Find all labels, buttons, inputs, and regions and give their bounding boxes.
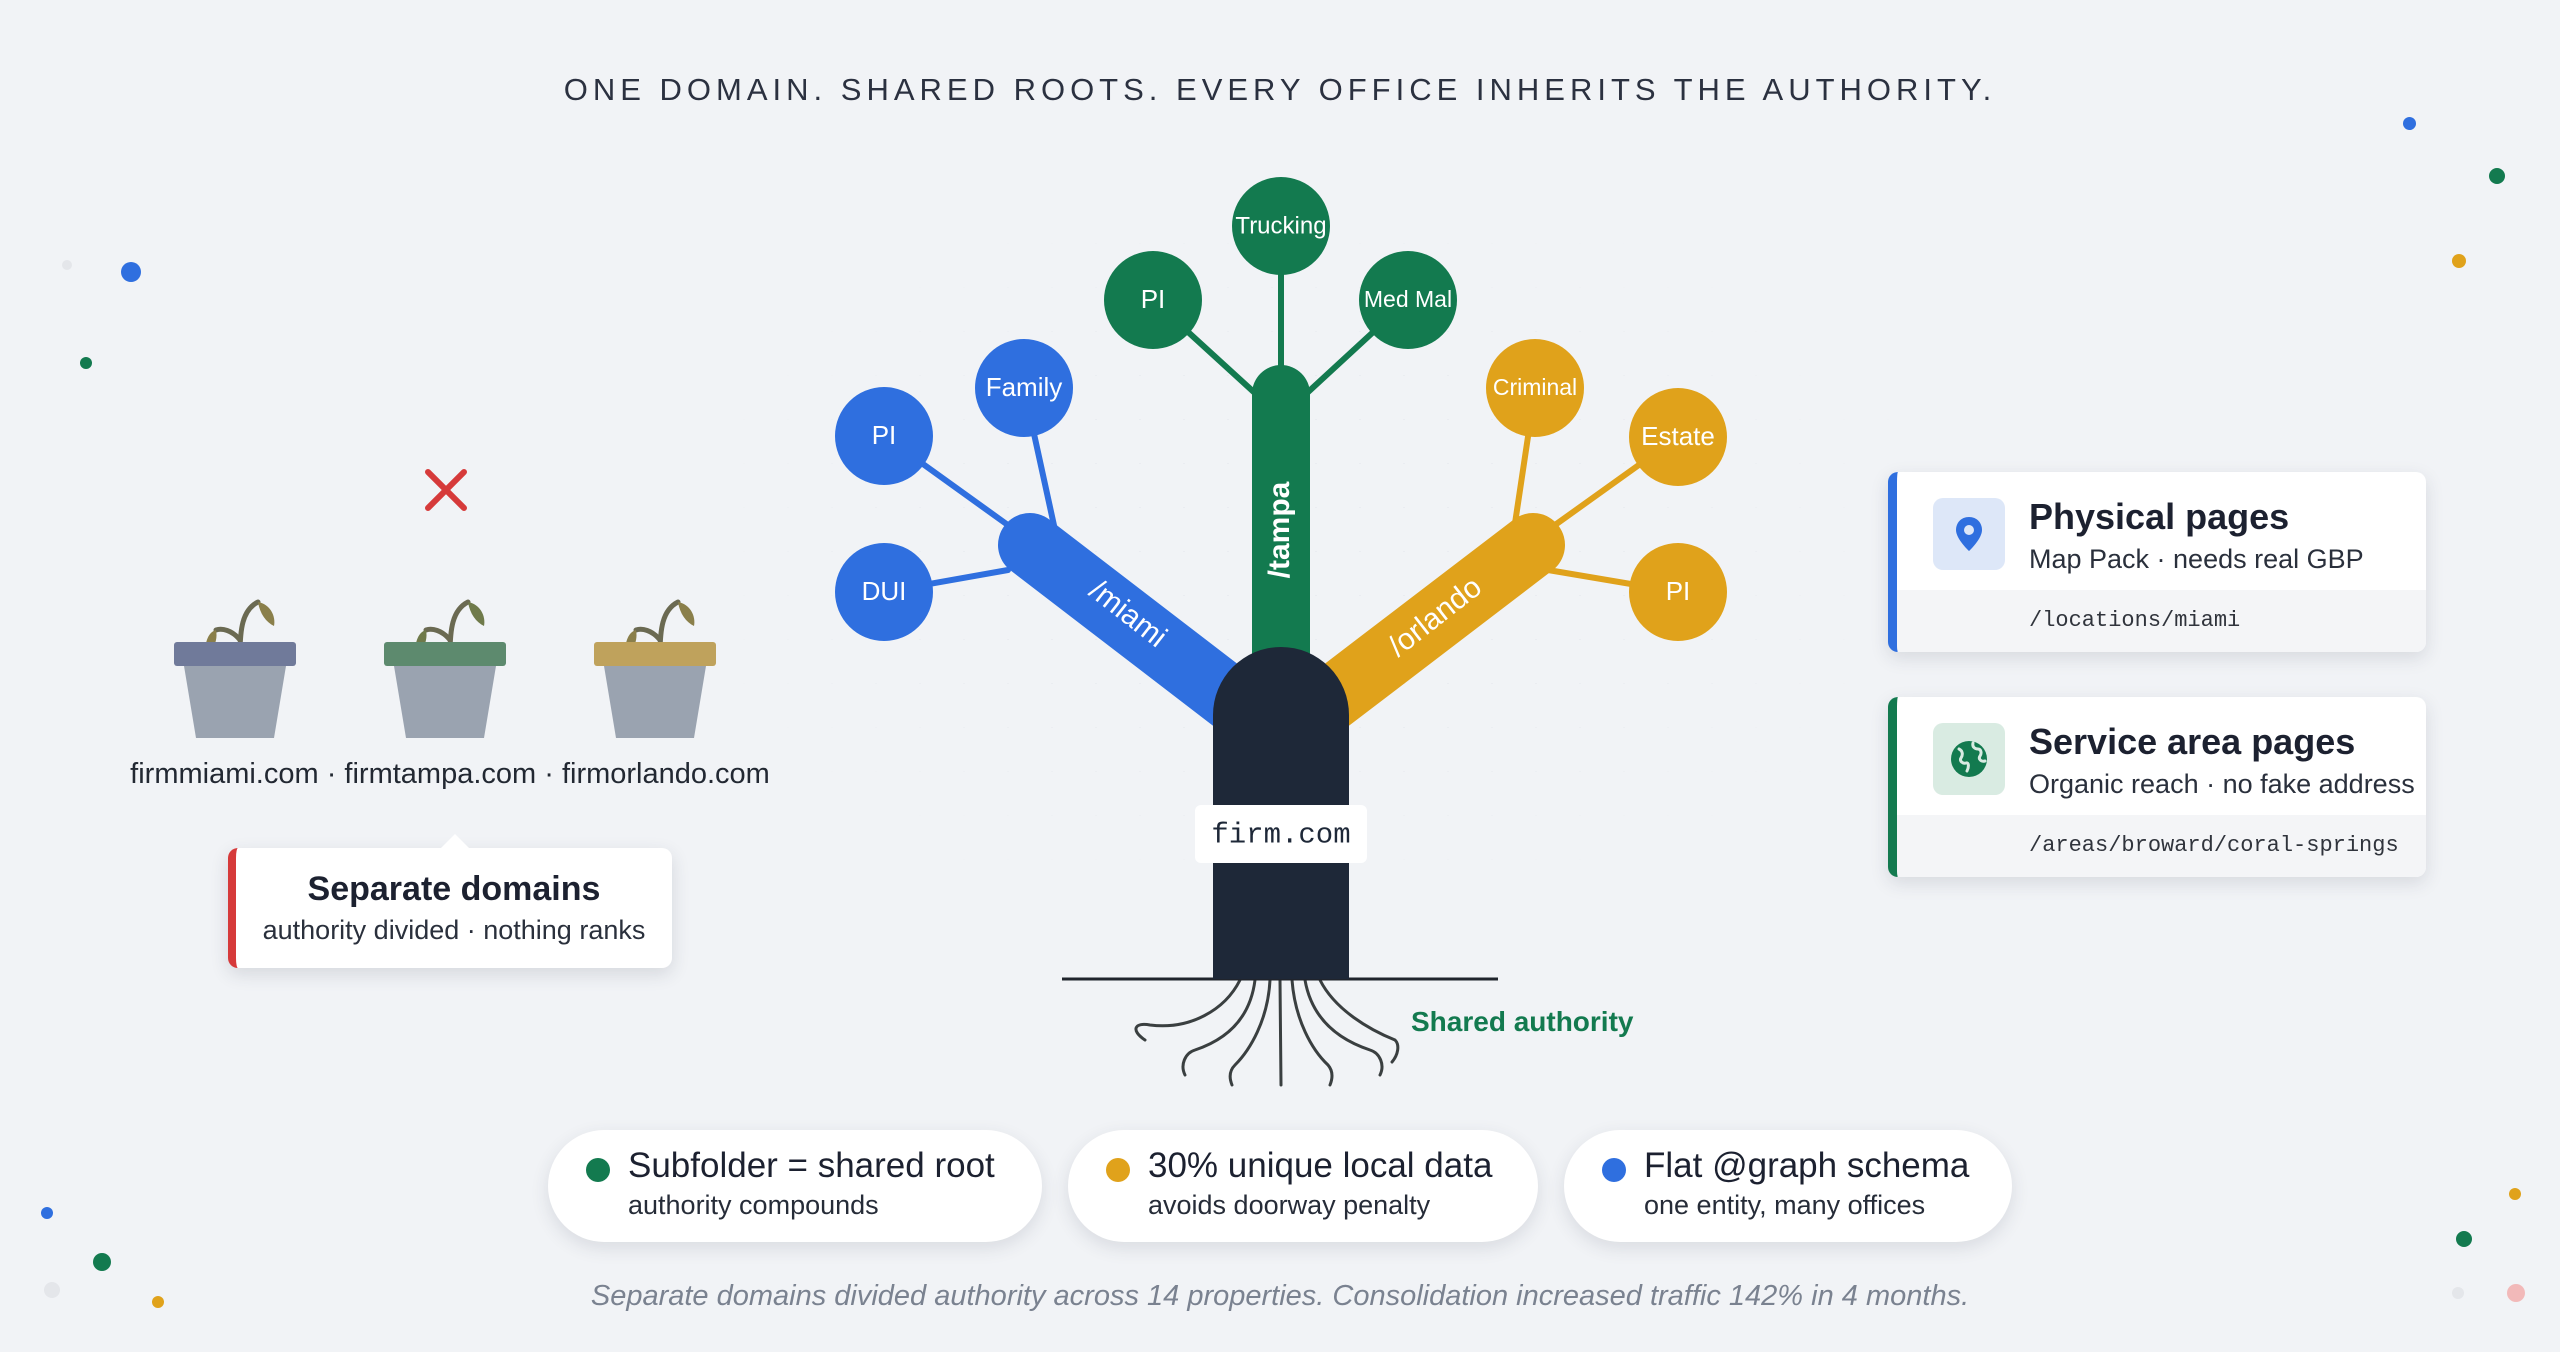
confetti-dot (2509, 1188, 2521, 1200)
separate-domains-title: Separate domains (307, 870, 601, 908)
branch-miami (998, 513, 1264, 732)
node-miami-family: Family (975, 339, 1073, 437)
wilted-plant-pot-icon (174, 599, 296, 738)
node-label: Med Mal (1364, 286, 1452, 312)
node-orlando-pi: PI (1629, 543, 1727, 641)
pill-title: 30% unique local data (1148, 1146, 1493, 1185)
pill-subtitle: one entity, many offices (1644, 1190, 1926, 1220)
wilted-plant-pot-icon (594, 599, 716, 738)
map-pin-icon (1933, 498, 2005, 570)
node-label: Estate (1641, 421, 1715, 451)
pill-unique-local-data: 30% unique local data avoids doorway pen… (1068, 1130, 1538, 1242)
service-area-pages-subtitle: Organic reach · no fake address (2029, 769, 2415, 799)
physical-pages-title: Physical pages (2029, 496, 2290, 537)
confetti-dot (152, 1296, 164, 1308)
node-label: DUI (862, 576, 907, 606)
pill-title: Subfolder = shared root (628, 1146, 995, 1185)
node-orlando-estate: Estate (1629, 388, 1727, 486)
confetti-dot (80, 357, 92, 369)
node-tampa-trucking: Trucking (1232, 177, 1330, 275)
node-tampa-pi: PI (1104, 251, 1202, 349)
branch-orlando (1298, 513, 1565, 732)
separate-domains-card: Separate domains authority divided · not… (228, 834, 672, 968)
physical-pages-subtitle: Map Pack · needs real GBP (2029, 544, 2364, 574)
confetti-dot (93, 1253, 111, 1271)
confetti-dot (2403, 117, 2416, 130)
footnote: Separate domains divided authority acros… (590, 1280, 1970, 1312)
trunk-label-text: firm.com (1211, 819, 1350, 852)
node-label: PI (872, 420, 897, 450)
headline: ONE DOMAIN. SHARED ROOTS. EVERY OFFICE I… (563, 72, 1997, 107)
physical-pages-card: Physical pages Map Pack · needs real GBP… (1888, 472, 2426, 652)
pill-subtitle: authority compounds (628, 1190, 879, 1220)
confetti-dot (2489, 168, 2505, 184)
node-miami-pi: PI (835, 387, 933, 485)
node-label: Family (986, 372, 1063, 402)
pill-subtitle: avoids doorway penalty (1148, 1190, 1431, 1220)
service-area-pages-card: Service area pages Organic reach · no fa… (1888, 697, 2426, 877)
close-icon (425, 469, 467, 511)
node-miami-dui: DUI (835, 543, 933, 641)
gold-dot-icon (1106, 1158, 1130, 1182)
globe-icon (1933, 723, 2005, 795)
card-pointer (441, 834, 469, 848)
confetti-dot (44, 1282, 60, 1298)
node-label: PI (1141, 284, 1166, 314)
service-area-pages-path: /areas/broward/coral-springs (1897, 815, 2426, 877)
separate-domain-names: firmmiami.com · firmtampa.com · firmorla… (130, 758, 770, 790)
separate-domains-subtitle: authority divided · nothing ranks (262, 915, 646, 945)
green-dot-icon (586, 1158, 610, 1182)
node-label: Criminal (1493, 374, 1577, 400)
node-label: PI (1666, 576, 1691, 606)
node-tampa-medmal: Med Mal (1359, 251, 1457, 349)
physical-pages-path: /locations/miami (1897, 590, 2426, 652)
branch-label-tampa: /tampa (1263, 481, 1296, 578)
pill-title: Flat @graph schema (1644, 1146, 1970, 1185)
shared-authority-label: Shared authority (1411, 1006, 1634, 1037)
confetti-dot (2452, 1287, 2464, 1299)
confetti-dot (41, 1207, 53, 1219)
pill-subfolder: Subfolder = shared root authority compou… (548, 1130, 1042, 1242)
trunk-label: firm.com (1195, 805, 1367, 863)
service-area-pages-title: Service area pages (2029, 721, 2356, 762)
confetti-dot (2507, 1284, 2525, 1302)
confetti-dot (2456, 1231, 2472, 1247)
wilted-plant-pot-icon (384, 599, 506, 738)
pill-graph-schema: Flat @graph schema one entity, many offi… (1564, 1130, 2012, 1242)
node-orlando-criminal: Criminal (1486, 339, 1584, 437)
confetti-dot (2452, 254, 2466, 268)
roots (1134, 978, 1400, 1087)
confetti-dot (121, 262, 141, 282)
blue-dot-icon (1602, 1158, 1626, 1182)
node-label: Trucking (1235, 212, 1326, 239)
confetti-dot (62, 260, 72, 270)
